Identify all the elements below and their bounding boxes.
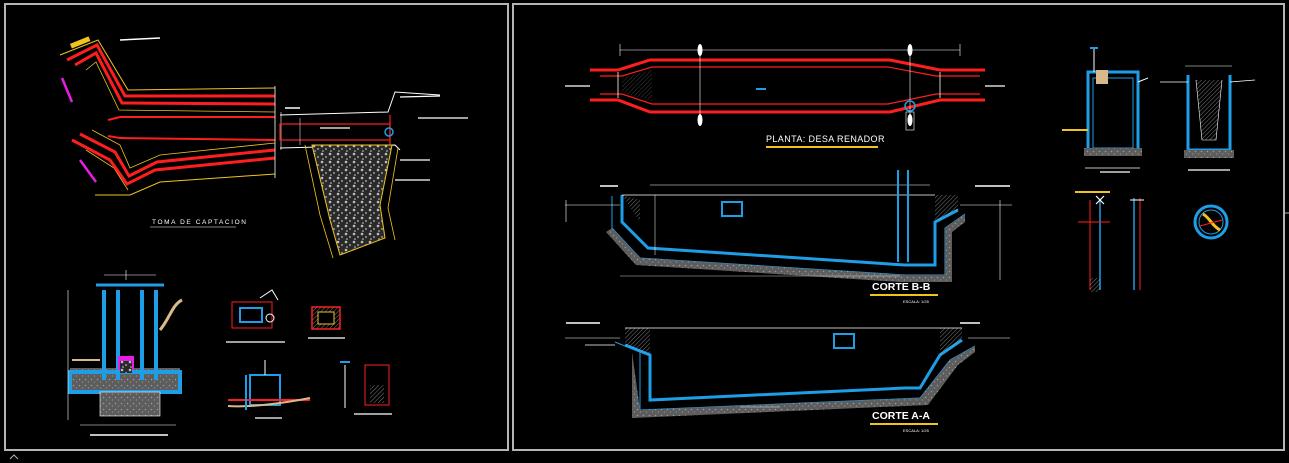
corte-bb	[565, 170, 1012, 282]
toma-title: TOMA DE CAPTACION	[152, 219, 248, 226]
detail-chamber-1	[1062, 47, 1149, 173]
detail-rod-1	[1075, 191, 1110, 292]
detail-post	[340, 361, 392, 415]
corte-aa-scale: ESCALA: 1/25	[903, 428, 930, 433]
left-viewport-frame[interactable]	[4, 3, 509, 451]
corte-bb-scale: ESCALA: 1/25	[903, 299, 930, 304]
toma-filter	[279, 91, 468, 259]
corte-bb-title: CORTE B-B	[872, 281, 931, 293]
toma-section	[67, 270, 183, 436]
planta-desarenador	[565, 44, 1005, 131]
detail-rod-2	[1130, 198, 1144, 290]
detail-valve	[227, 360, 311, 419]
planta-title: PLANTA: DESA RENADOR	[766, 134, 885, 144]
detail-valve-circle	[1193, 204, 1229, 240]
corte-aa-underline	[870, 423, 938, 425]
corte-aa	[565, 322, 1010, 418]
toma-plan-view	[59, 36, 300, 196]
planta-title-underline	[766, 146, 878, 148]
detail-chamber-2	[1160, 65, 1256, 171]
corte-bb-underline	[870, 294, 938, 296]
detail-box	[308, 306, 345, 339]
detail-gate	[226, 289, 285, 343]
ucs-icon	[9, 454, 19, 460]
right-viewport-frame[interactable]	[512, 3, 1285, 451]
corte-aa-title: CORTE A-A	[872, 410, 930, 422]
